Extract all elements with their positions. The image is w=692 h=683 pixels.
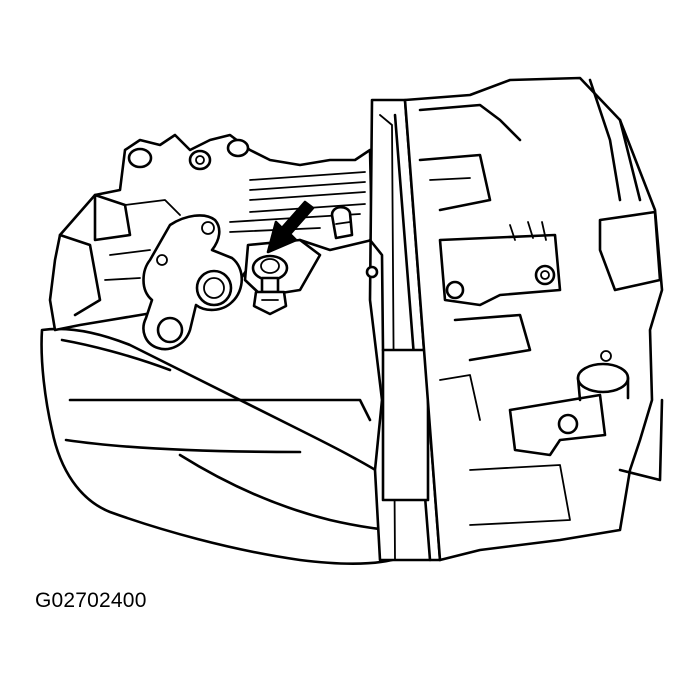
shift-lever	[142, 214, 244, 351]
transaxle-case-lower	[40, 327, 394, 566]
bell-housing-flange	[365, 98, 442, 562]
sensor-plug	[330, 205, 354, 240]
transaxle-case-right	[403, 76, 664, 562]
arrow-pointer-icon	[266, 200, 315, 254]
neutral-switch-bolt	[243, 238, 322, 316]
figure-code: G02702400	[35, 589, 147, 612]
